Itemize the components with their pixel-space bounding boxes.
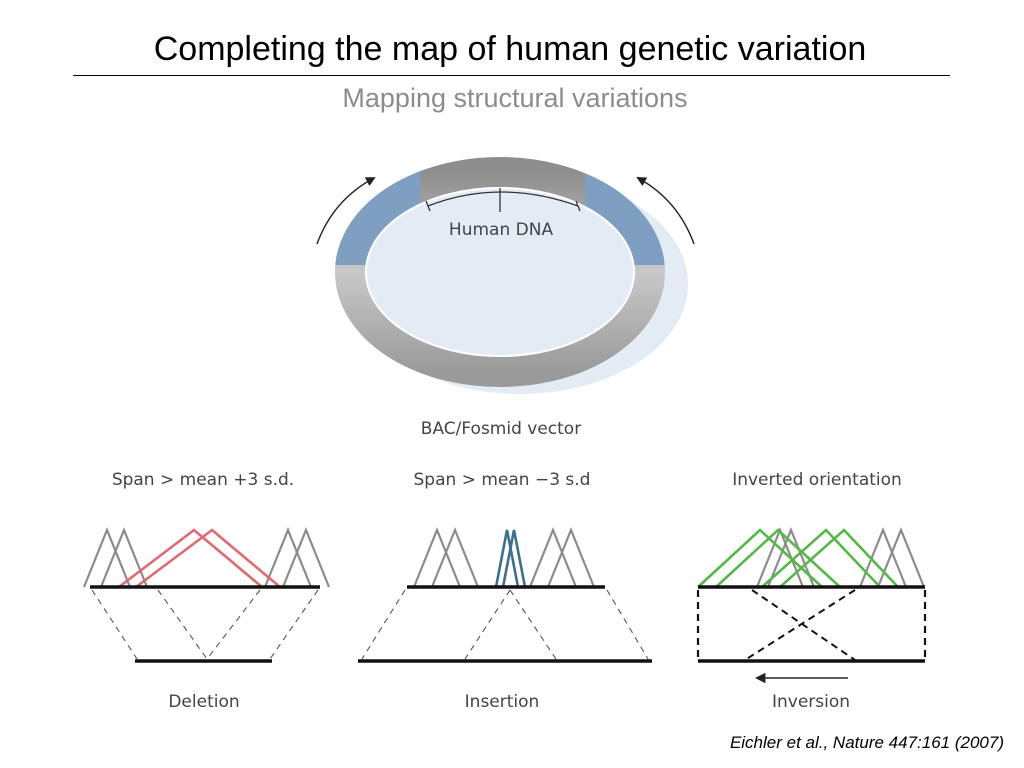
inversion-boundary-lines [696,590,927,660]
rotation-arrow-left [316,177,376,245]
human-dna-label: Human DNA [449,220,554,240]
vector-diagram: Human DNA BAC/Fosmid vector [316,157,695,439]
insertion-mapping-lines [361,589,649,660]
inversion-discordant-pairs [697,528,899,588]
deletion-read-pairs [82,527,331,588]
inversion-read-pairs [755,527,926,588]
deletion-panel: Deletion [82,527,331,712]
deletion-mapping-lines [91,589,319,660]
insert-bracket [427,191,579,207]
inversion-heading: Inverted orientation [732,470,902,490]
inversion-crossing-lines [744,589,856,661]
insertion-heading: Span > mean −3 s.d [414,470,591,490]
slide-title: Completing the map of human genetic vari… [153,30,867,68]
inversion-caption: Inversion [772,692,850,712]
vector-label: BAC/Fosmid vector [421,419,581,439]
insertion-read-pairs [412,527,596,588]
inversion-panel: Inversion [696,527,927,712]
insert-bracket-end-right [575,200,581,212]
title-divider [73,75,950,76]
insertion-concordant-pairs [494,529,527,588]
insert-bracket-end-left [425,200,431,212]
insertion-panel: Insertion [358,527,652,712]
vector-ring [335,157,665,387]
deletion-discordant-pairs [118,528,281,589]
slide-subtitle: Mapping structural variations [342,83,688,113]
insertion-caption: Insertion [465,692,540,712]
deletion-heading: Span > mean +3 s.d. [112,470,294,490]
deletion-caption: Deletion [168,692,239,712]
rotation-arrow-right [636,177,695,245]
citation: Eichler et al., Nature 447:161 (2007) [729,733,1004,752]
